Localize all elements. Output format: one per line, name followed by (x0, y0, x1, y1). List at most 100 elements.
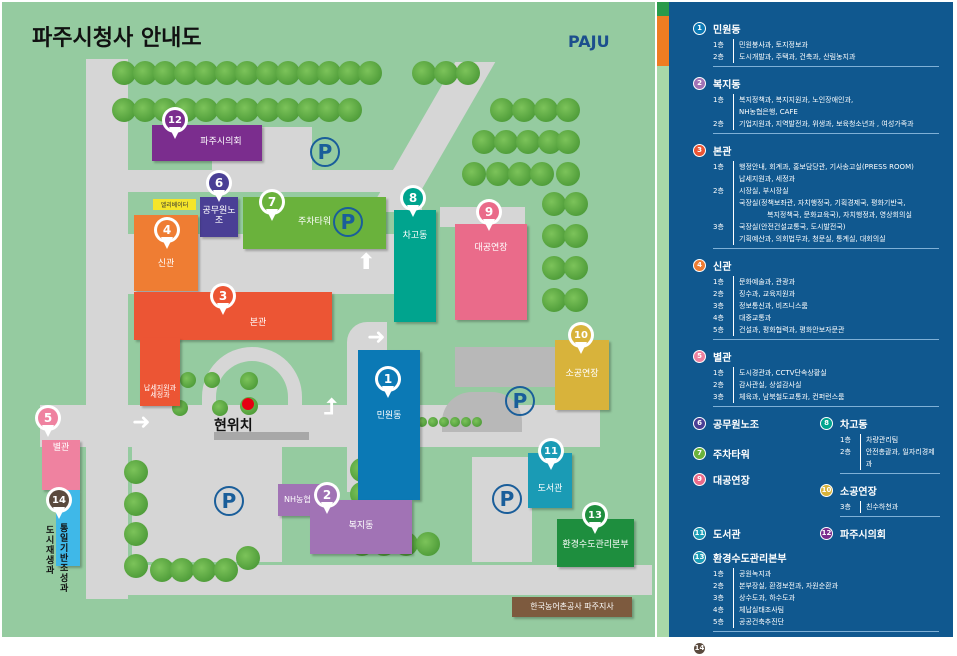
tree-icon (124, 460, 148, 484)
floor-number: 1층 (713, 163, 724, 171)
pin-badge-icon: 7 (693, 446, 706, 460)
pin-13[interactable]: 13 (582, 502, 608, 536)
dir-title: 주차타워 (713, 449, 750, 461)
pin-4[interactable]: 4 (154, 217, 180, 251)
tree-icon (112, 98, 136, 122)
pin-7[interactable]: 7 (259, 189, 285, 223)
building-garage[interactable]: 차고동 (394, 210, 436, 322)
dir-title: 별관 (713, 352, 732, 364)
floor-departments: 감사관실, 상설감사실 (733, 379, 801, 391)
floor-departments: 도시경관과, CCTV단속상황실 (733, 367, 827, 379)
tree-icon (235, 61, 259, 85)
pin-6[interactable]: 6 (206, 170, 232, 204)
tree-icon (542, 192, 566, 216)
floor-departments: 기업지원과, 지역발전과, 위생과, 보육청소년과 , 여성가족과 (733, 118, 914, 130)
floor-number (713, 173, 733, 185)
floor-number: 2층 (713, 290, 724, 298)
floor-departments: 건설과, 평화협력과, 평화안보자문관 (733, 324, 845, 336)
tree-icon (508, 162, 532, 186)
floor-departments: NH농협은행, CAFE (733, 106, 798, 118)
pin-8[interactable]: 8 (400, 185, 426, 219)
tree-icon (472, 130, 496, 154)
dir-title: 공무원노조 (713, 419, 759, 431)
floor-departments: 본부장실, 환경보전과, 자원순환과 (733, 580, 838, 592)
pin-14[interactable]: 14 (46, 487, 72, 521)
pin-12[interactable]: 12 (162, 107, 188, 141)
tree-icon (276, 98, 300, 122)
tree-icon (204, 372, 220, 388)
current-location-marker (242, 398, 254, 410)
tree-icon (486, 162, 510, 186)
korea-rural-office[interactable]: 한국농어촌공사 파주지사 (512, 597, 632, 617)
building-main-tax[interactable]: 납세지원과 세정과 (140, 338, 180, 406)
tree-icon (417, 417, 427, 427)
tree-icon (235, 98, 259, 122)
tree-icon (132, 61, 157, 85)
floor-departments: 징수과, 교육지원과 (733, 288, 795, 300)
floor-number: 5층 (713, 326, 724, 334)
floor-number (713, 233, 733, 245)
pin-3[interactable]: 3 (210, 283, 236, 317)
pin-11[interactable]: 11 (538, 438, 564, 472)
floor-number: 2층 (713, 582, 724, 590)
dir-heading[interactable]: 7 주차타워 (693, 445, 820, 461)
tree-icon (542, 256, 566, 280)
tree-icon (428, 417, 438, 427)
pin-9[interactable]: 9 (476, 199, 502, 233)
tree-icon (124, 492, 148, 516)
pin-2[interactable]: 2 (314, 482, 340, 516)
pin-badge-icon: 12 (820, 526, 833, 540)
pin-10[interactable]: 10 (568, 322, 594, 356)
tree-icon (240, 372, 258, 390)
dir-title: 민원동 (713, 24, 741, 36)
pin-badge-icon: 10 (820, 483, 833, 497)
tree-icon (170, 558, 194, 582)
tree-icon (564, 288, 588, 312)
tree-icon (490, 98, 514, 122)
pin-5[interactable]: 5 (35, 405, 61, 439)
dir-title: 도서관 (713, 529, 741, 541)
tree-icon (450, 417, 460, 427)
building-separate[interactable]: 별관 (42, 440, 80, 490)
plaza (455, 347, 555, 387)
floor-number: 2층 (713, 120, 724, 128)
tree-icon (296, 61, 321, 85)
current-location-label: 현위치 (214, 418, 253, 434)
pin-badge-icon: 4 (693, 258, 706, 272)
tree-icon (236, 546, 260, 570)
dir-title: 환경수도관리본부 (713, 553, 787, 565)
building-union[interactable]: 공무원노조 (200, 197, 238, 237)
pin-1[interactable]: 1 (375, 366, 401, 400)
floor-number: 3층 (713, 223, 724, 231)
building-grand-hall[interactable]: 대공연장 (455, 224, 527, 320)
floor-departments: 행정안내, 회계과, 홍보담당관, 기사송고실(PRESS ROOM) (733, 161, 914, 173)
tree-icon (434, 61, 458, 85)
floor-departments: 도시개발과, 주택과, 건축과, 산림농지과 (733, 51, 855, 63)
tree-icon (194, 98, 218, 122)
